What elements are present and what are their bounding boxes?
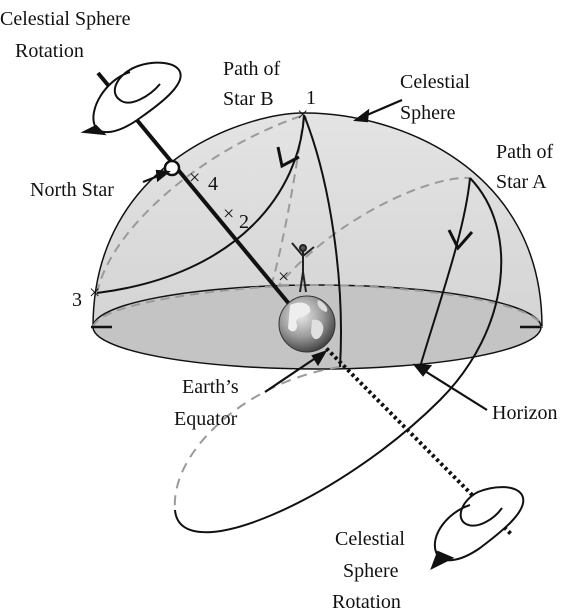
celestial-sphere-rotation-top-label: Celestial Sphere Rotation — [0, 8, 136, 62]
path-of-star-b-label: Path of Star B — [223, 58, 285, 110]
star-position-mark-3: × — [89, 282, 100, 304]
observer-position-mark: × — [278, 266, 289, 288]
horizon-label: Horizon — [492, 402, 558, 424]
star-position-mark-2: × — [223, 203, 234, 225]
point-1-label: 1 — [306, 87, 316, 109]
earth-globe — [279, 296, 335, 352]
point-3-label: 3 — [72, 289, 82, 311]
rotation-arrow-bottom-icon — [432, 487, 523, 568]
point-2-label: 2 — [239, 211, 249, 233]
celestial-sphere-label: Celestial Sphere — [400, 71, 475, 124]
celestial-sphere-rotation-bottom-label: Celestial Sphere Rotation — [332, 528, 410, 613]
star-position-mark-4: × — [189, 167, 200, 189]
earths-equator-label: Earth’s Equator — [174, 376, 244, 430]
point-4-label: 4 — [208, 173, 218, 195]
path-of-star-a-label: Path of Star A — [496, 141, 558, 193]
north-star-label: North Star — [30, 179, 114, 201]
